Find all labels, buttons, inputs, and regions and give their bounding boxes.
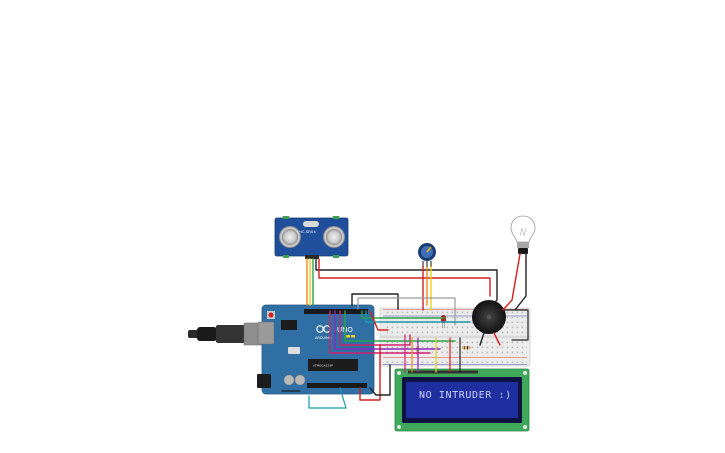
lcd-screen [406,382,518,418]
capacitor [283,374,295,386]
digital-pin-header [304,309,368,314]
light-bulb-icon [510,215,536,254]
piezo-buzzer-icon [472,300,506,334]
board-brand-label: ARDUINO [315,336,332,340]
wires [281,253,529,409]
atmega-chip [308,359,358,371]
usb-port [257,321,275,345]
sensor-label: HC-SR04 [299,229,316,234]
lcd-module: NO INTRUDER :) [394,368,530,432]
sensor-crystal [303,221,319,227]
potentiometer-icon [418,243,436,267]
analog-pin-header [307,383,367,388]
lcd-display-text: NO INTRUDER :) [419,390,512,401]
led-icon [441,315,446,328]
ultrasonic-transducer [326,229,342,245]
lcd-header-pins [408,370,478,374]
capacitor [294,374,306,386]
ultrasonic-sensor: HC-SR04 [274,216,349,259]
ultrasonic-transducer [282,229,298,245]
svg-text:ATMEGA328P: ATMEGA328P [313,364,333,368]
usb-plug-icon [188,322,269,346]
crystal-oscillator [288,347,300,354]
arduino-uno-board: ATMEGA328P UNO ARDUINO [257,304,375,395]
power-jack [257,374,271,388]
resistor [462,346,471,350]
